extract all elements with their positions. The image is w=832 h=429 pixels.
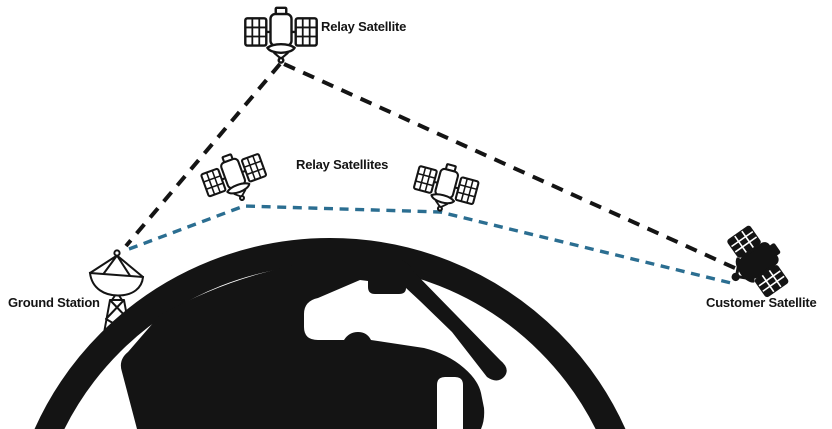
links bbox=[124, 62, 738, 285]
relay-satellite-right-icon bbox=[408, 156, 483, 220]
earth-continent-notch bbox=[437, 377, 463, 429]
customer-satellite-label: Customer Satellite bbox=[706, 295, 817, 310]
relay-satellite-top-label: Relay Satellite bbox=[321, 19, 407, 34]
ground-station-label: Ground Station bbox=[8, 295, 100, 310]
earth bbox=[34, 238, 626, 429]
link-ground-to-top-relay bbox=[124, 62, 282, 248]
relay-satellites-mid-label: Relay Satellites bbox=[296, 157, 389, 172]
relay-satellite-left-icon bbox=[196, 144, 273, 212]
relay-satellite-top-icon bbox=[244, 6, 318, 64]
link-relay-path bbox=[128, 204, 732, 285]
earth-continent bbox=[120, 257, 507, 429]
ground-station-icon bbox=[88, 249, 145, 334]
